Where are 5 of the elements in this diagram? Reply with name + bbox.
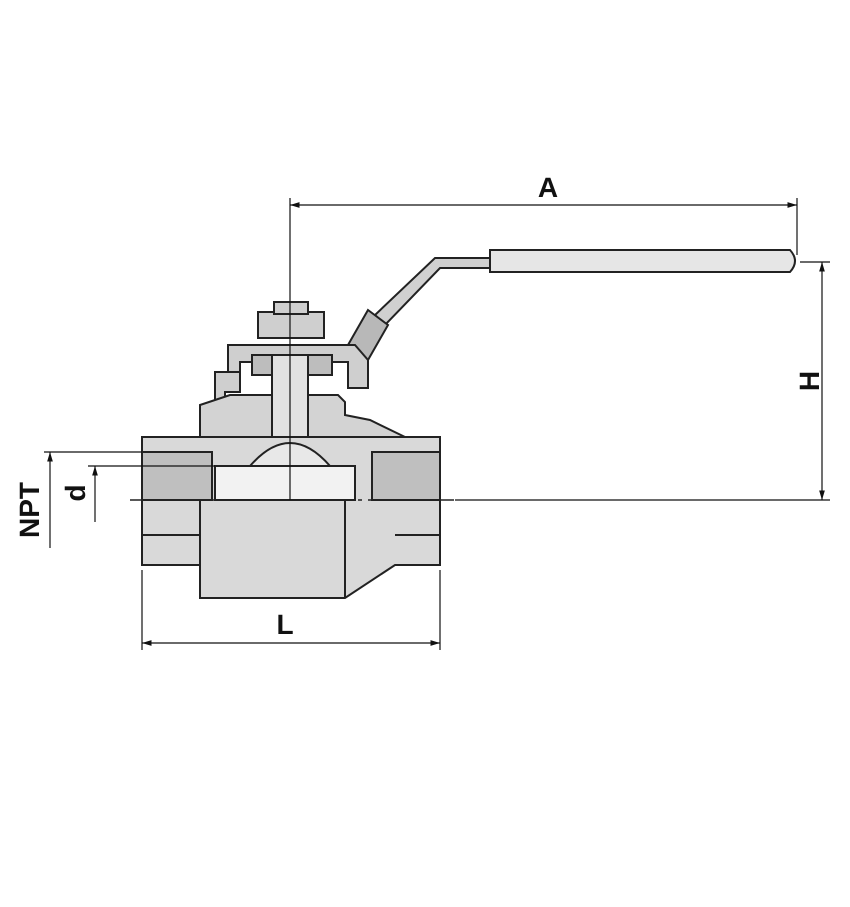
dimension-label: H — [796, 370, 824, 392]
dimension-label: d — [62, 484, 90, 502]
dimension-label: A — [538, 174, 558, 202]
dimension-label: L — [276, 611, 294, 639]
dimension-label: NPT — [16, 482, 44, 538]
